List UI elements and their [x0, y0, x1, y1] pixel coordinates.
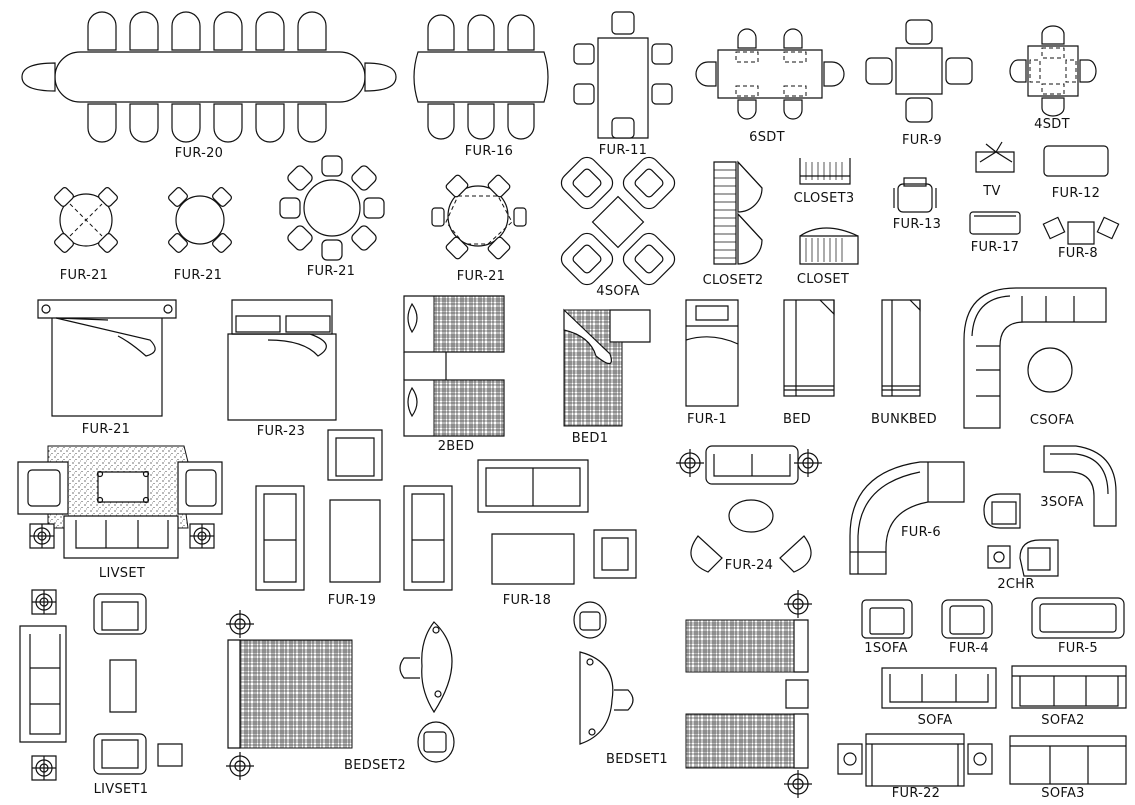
label-fur21-d: FUR-21 — [456, 269, 506, 284]
label-fur11: FUR-11 — [598, 143, 648, 158]
label-2bed: 2BED — [437, 439, 475, 454]
label-fur19: FUR-19 — [327, 593, 377, 608]
bedset1-bed-set — [574, 589, 813, 799]
livset-living-set — [18, 446, 222, 558]
label-fur8: FUR-8 — [1058, 246, 1098, 261]
label-fur1: FUR-1 — [687, 412, 727, 427]
label-4sdt: 4SDT — [1034, 117, 1070, 132]
fur4-armchair — [942, 600, 992, 638]
label-fur21-b: FUR-21 — [173, 268, 223, 283]
label-2chr: 2CHR — [997, 577, 1035, 592]
label-fur12: FUR-12 — [1051, 186, 1101, 201]
fur9-square-table — [866, 20, 972, 122]
fur23-double-bed — [228, 300, 336, 420]
label-livset1: LIVSET1 — [93, 782, 149, 797]
label-fur21-a: FUR-21 — [59, 268, 109, 283]
label-bedset1: BEDSET1 — [606, 752, 668, 767]
fur21c-round-table — [280, 156, 384, 260]
label-sofa: SOFA — [917, 713, 953, 728]
label-closet3: CLOSET3 — [793, 191, 855, 206]
label-livset: LIVSET — [98, 566, 146, 581]
fur21b-round-table — [167, 186, 232, 253]
label-fur17: FUR-17 — [970, 240, 1020, 255]
fur11-table-six-chairs — [574, 12, 672, 138]
fur6-curved-sofa — [850, 462, 964, 574]
bed2-twin-beds — [404, 296, 504, 436]
fur13-office-chair — [894, 178, 936, 212]
closet3-rack — [800, 158, 850, 184]
closet-cabinet — [800, 228, 858, 264]
label-6sdt: 6SDT — [749, 130, 785, 145]
bed-single — [784, 300, 834, 396]
label-fur21-e: FUR-21 — [81, 422, 131, 437]
label-closet2: CLOSET2 — [702, 273, 764, 288]
fur17-cabinet — [970, 212, 1020, 234]
label-fur13: FUR-13 — [892, 217, 942, 232]
bedset2-bed-set — [225, 609, 454, 781]
label-fur9: FUR-9 — [902, 133, 942, 148]
bunkbed — [882, 300, 920, 396]
label-fur22: FUR-22 — [891, 786, 941, 801]
label-fur4: FUR-4 — [949, 641, 989, 656]
closet2-wardrobe — [714, 162, 762, 264]
livset1-living-set — [20, 589, 182, 781]
label-csofa: CSOFA — [1029, 413, 1075, 428]
label-fur18: FUR-18 — [502, 593, 552, 608]
label-1sofa: 1SOFA — [864, 641, 908, 656]
label-fur23: FUR-23 — [256, 424, 306, 439]
label-bedset2: BEDSET2 — [344, 758, 406, 773]
label-fur21-c: FUR-21 — [306, 264, 356, 279]
fur21e-double-bed — [38, 300, 176, 416]
label-fur24: FUR-24 — [724, 558, 774, 573]
fur21a-round-table — [53, 186, 118, 253]
tv-set — [976, 142, 1014, 172]
fur8-table-chairs — [1043, 217, 1118, 244]
fur18-sofa-set — [478, 460, 636, 584]
label-fur6: FUR-6 — [901, 525, 941, 540]
fur22-sofa-set — [838, 734, 992, 786]
label-sofa3b: SOFA3 — [1041, 786, 1085, 801]
fur24-lounge-set — [675, 446, 823, 572]
csofa-corner-sofa — [964, 288, 1106, 428]
bed1-single-bed — [564, 310, 650, 426]
label-3sofa: 3SOFA — [1040, 495, 1084, 510]
chr2-two-chairs — [984, 494, 1058, 576]
fur19-sofa-set — [256, 430, 452, 590]
fur12-bench — [1044, 146, 1108, 176]
label-4sofa: 4SOFA — [596, 284, 640, 299]
label-bunkbed: BUNKBED — [871, 412, 937, 427]
label-sofa2: SOFA2 — [1041, 713, 1085, 728]
sofa4-lounge-group — [557, 153, 678, 288]
sofa1-armchair — [862, 600, 912, 638]
sdt4-square-table — [1010, 26, 1096, 116]
sofa3b-three-seat — [1010, 736, 1126, 784]
fur1-single-bed — [686, 300, 738, 406]
fur21d-round-table — [432, 174, 526, 260]
label-fur20: FUR-20 — [174, 146, 224, 161]
sofa-three-seat — [882, 668, 996, 708]
sofa3-curved-sofa — [1044, 446, 1116, 526]
label-closet: CLOSET — [796, 272, 850, 287]
fur20-conference-table — [22, 12, 396, 142]
sdt6-dining-table — [696, 29, 844, 119]
fur16-dining-table — [414, 15, 548, 139]
label-bed1: BED1 — [571, 431, 609, 446]
fur5-sofa — [1032, 598, 1124, 638]
label-bed: BED — [782, 412, 812, 427]
sofa2-three-seat — [1012, 666, 1126, 708]
label-fur16: FUR-16 — [464, 144, 514, 159]
label-fur5: FUR-5 — [1058, 641, 1098, 656]
label-tv: TV — [983, 184, 1001, 199]
